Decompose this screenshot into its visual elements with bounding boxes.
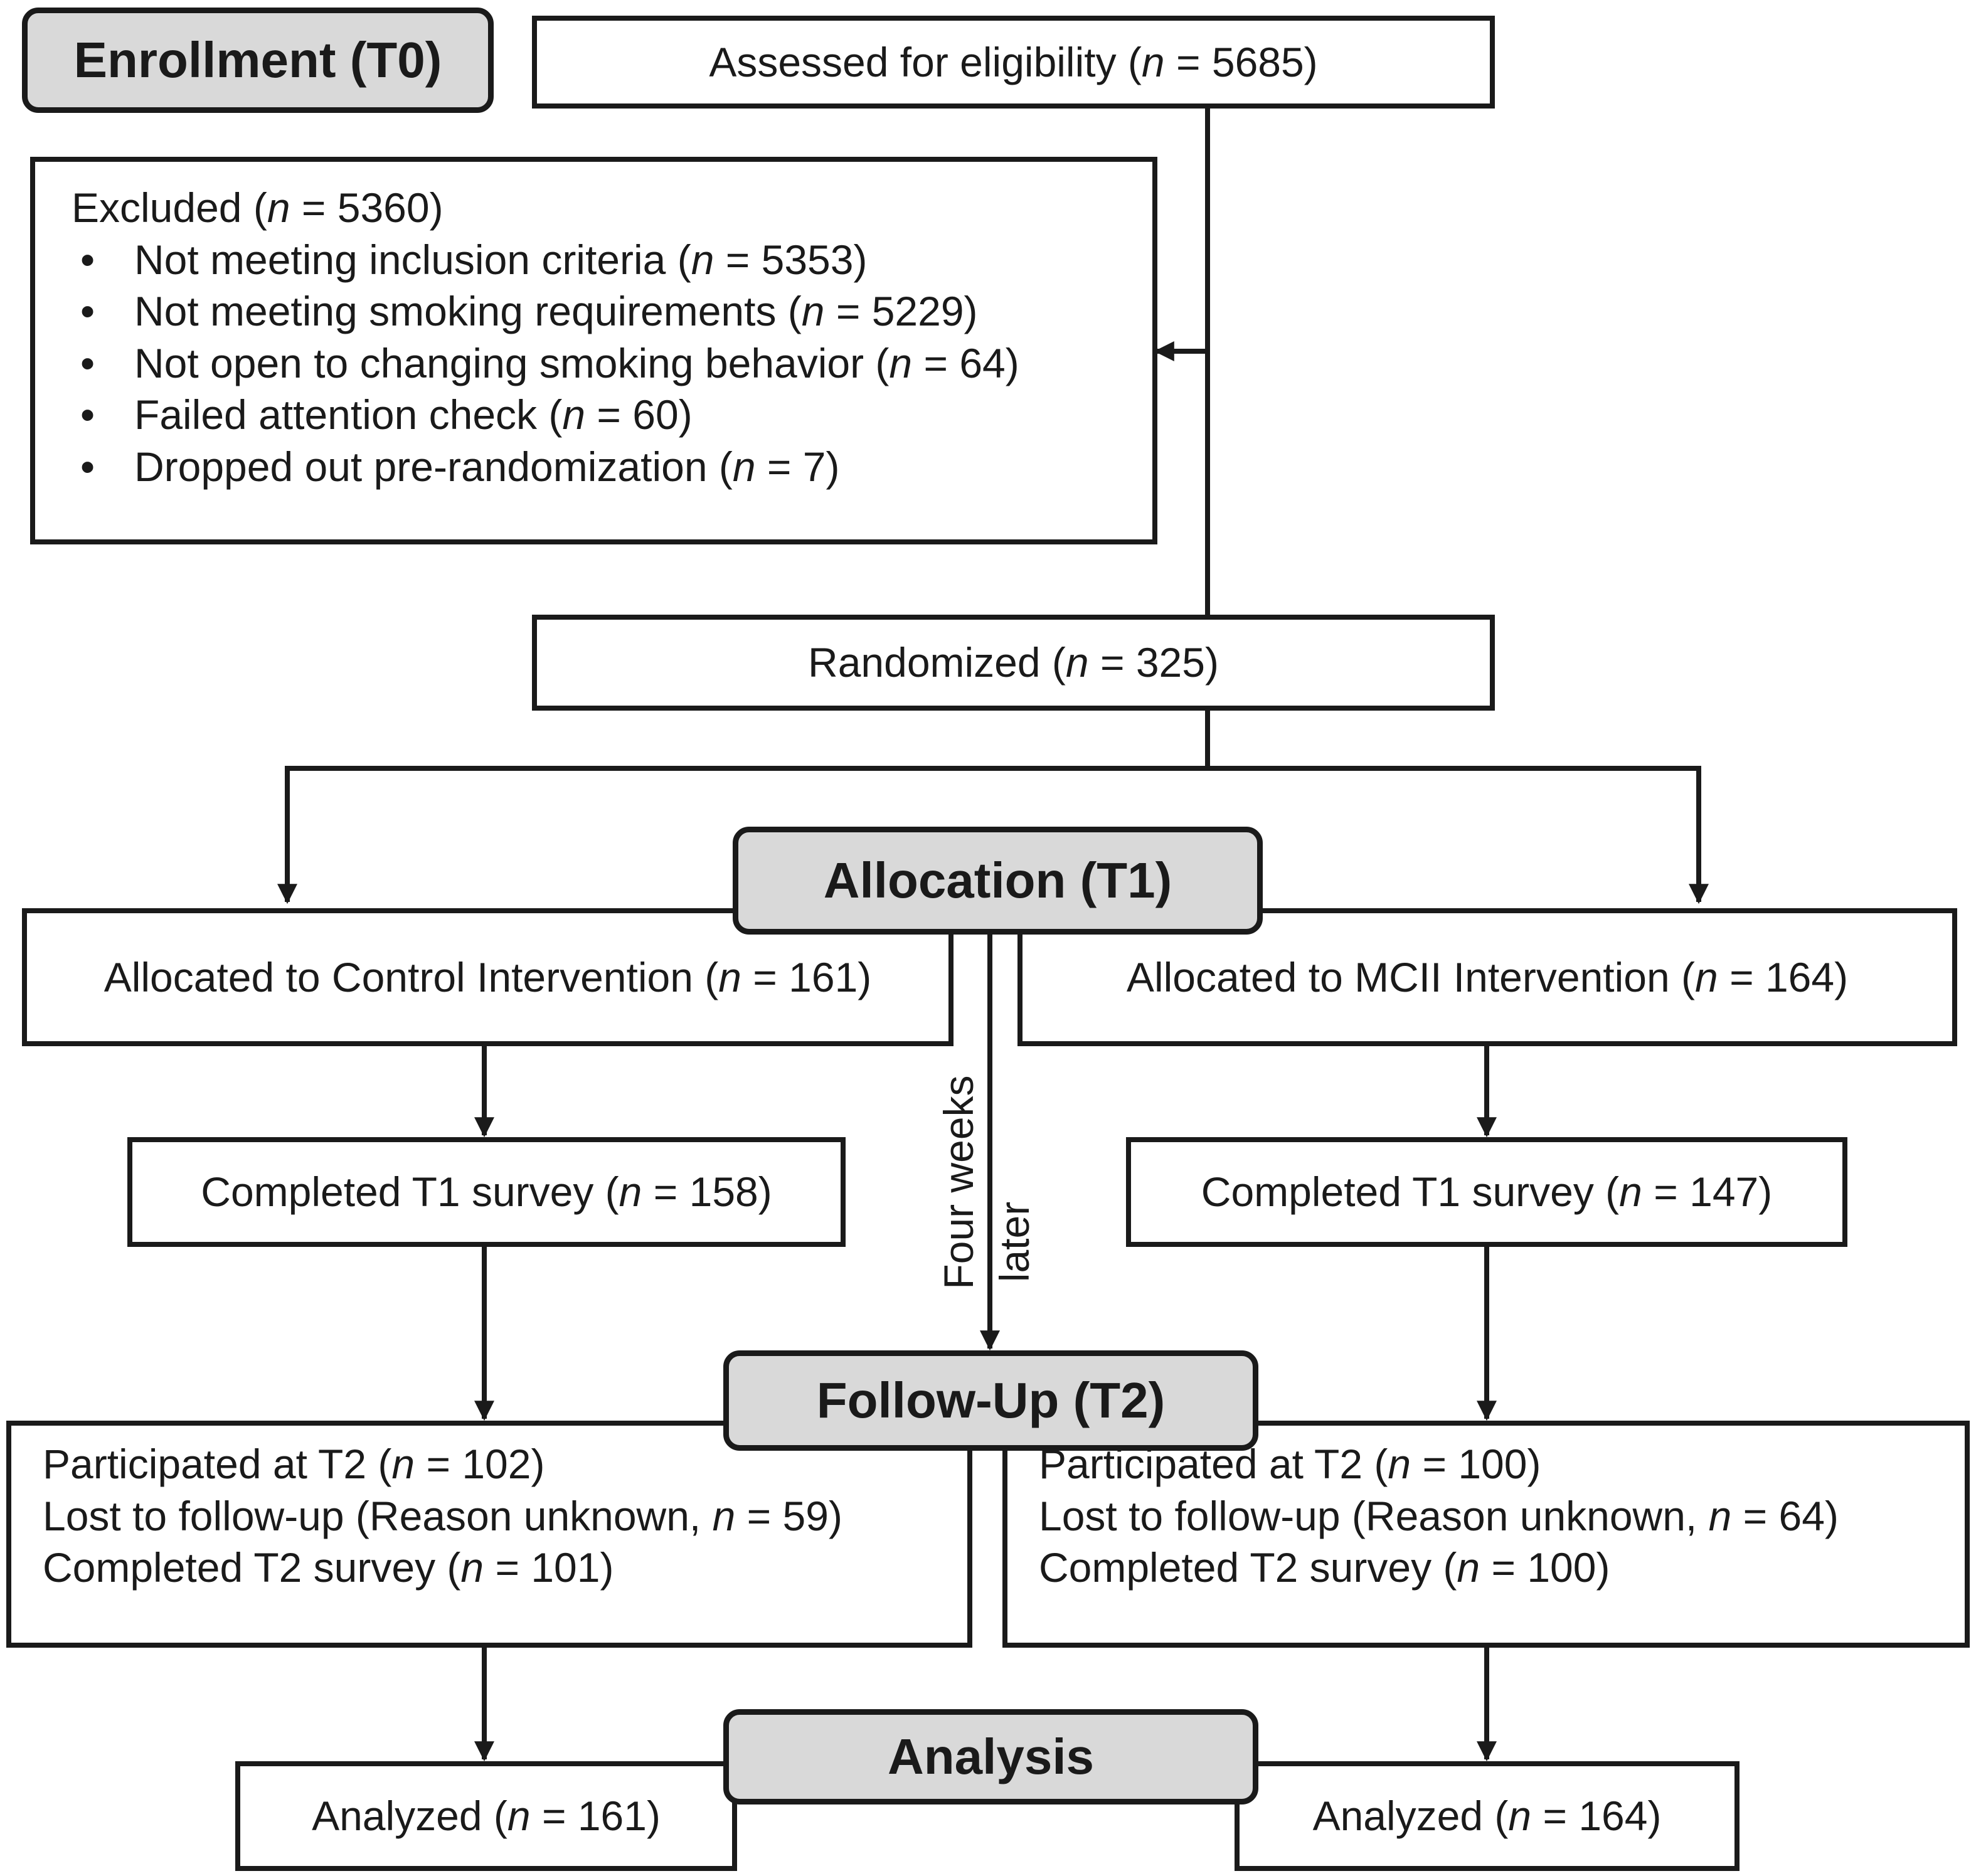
assessed-box: Assessed for eligibility (n = 5685) [532,16,1495,109]
stage-analysis: Analysis [723,1709,1258,1804]
interval-label-line-2: later [991,1201,1038,1283]
mcii-followup-box: Participated at T2 (n = 100) Lost to fol… [1002,1421,1970,1648]
control-analyzed-box: Analyzed (n = 161) [235,1761,737,1871]
exclusion-reason: Not open to changing smoking behavior (n… [72,337,1152,390]
mcii-analyzed-box: Analyzed (n = 164) [1235,1761,1740,1871]
mcii-t1-box: Completed T1 survey (n = 147) [1126,1137,1847,1247]
mcii-participated-text: Participated at T2 (n = 100) [1039,1441,1541,1487]
control-lost-text: Lost to follow-up (Reason unknown, n = 5… [43,1492,842,1539]
stage-followup: Follow-Up (T2) [723,1350,1258,1451]
exclusion-reason: Not meeting smoking requirements (n = 52… [72,285,1152,337]
mcii-t2-completed-text: Completed T2 survey (n = 100) [1039,1544,1610,1591]
randomized-text: Randomized (n = 325) [808,639,1219,686]
exclusion-reason: Dropped out pre-randomization (n = 7) [72,441,1152,493]
exclusion-reason: Failed attention check (n = 60) [72,389,1152,441]
stage-allocation: Allocation (T1) [733,827,1263,935]
mcii-lost-text: Lost to follow-up (Reason unknown, n = 6… [1039,1492,1839,1539]
control-t2-completed-text: Completed T2 survey (n = 101) [43,1544,614,1591]
control-t1-text: Completed T1 survey (n = 158) [201,1169,772,1216]
mcii-t1-text: Completed T1 survey (n = 147) [1201,1169,1773,1216]
exclusion-reasons-list: Not meeting inclusion criteria (n = 5353… [72,234,1152,493]
assessed-text: Assessed for eligibility (n = 5685) [709,38,1318,85]
control-allocated-text: Allocated to Control Intervention (n = 1… [104,953,872,1000]
exclusion-reason: Not meeting inclusion criteria (n = 5353… [72,234,1152,286]
mcii-allocated-text: Allocated to MCII Intervention (n = 164) [1126,953,1849,1000]
control-t1-box: Completed T1 survey (n = 158) [127,1137,846,1247]
excluded-box: Excluded (n = 5360) Not meeting inclusio… [30,157,1157,544]
interval-label-line-1: Four weeks [935,1075,982,1290]
excluded-title: Excluded (n = 5360) [72,184,444,231]
stage-enrollment: Enrollment (T0) [22,8,494,113]
control-followup-box: Participated at T2 (n = 102) Lost to fol… [6,1421,972,1648]
control-analyzed-text: Analyzed (n = 161) [312,1793,661,1840]
control-participated-text: Participated at T2 (n = 102) [43,1441,545,1487]
randomized-box: Randomized (n = 325) [532,615,1495,711]
mcii-analyzed-text: Analyzed (n = 164) [1312,1793,1662,1840]
control-allocated-box: Allocated to Control Intervention (n = 1… [22,908,953,1046]
